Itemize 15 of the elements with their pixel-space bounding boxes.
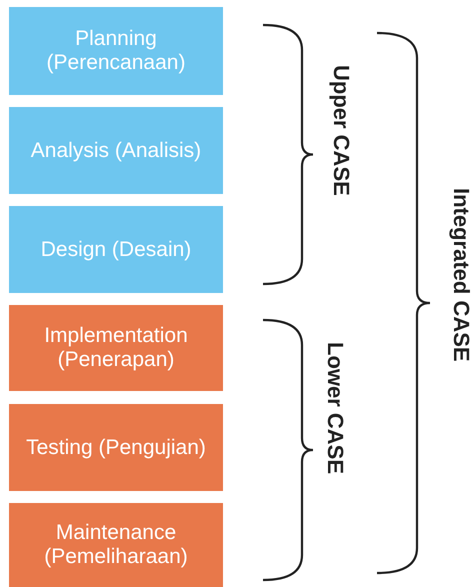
bracket-label: Upper CASE bbox=[328, 65, 354, 196]
stage-box bbox=[9, 206, 223, 293]
stage-label: Design (Desain) bbox=[40, 238, 192, 262]
stage-label: Testing (Pengujian) bbox=[26, 436, 206, 460]
stage-label: Planning (Perencanaan) bbox=[46, 27, 186, 75]
stage-label: Analysis (Analisis) bbox=[30, 138, 202, 162]
stage-label: Implementation (Penerapan) bbox=[43, 324, 189, 372]
stage-box bbox=[9, 7, 223, 95]
bracket-label: Lower CASE bbox=[322, 342, 348, 474]
stage-label: Maintenance (Pemeliharaan) bbox=[43, 521, 189, 569]
stage-box bbox=[9, 107, 223, 194]
stage-box bbox=[9, 404, 223, 491]
stage-box bbox=[9, 305, 223, 391]
bracket-label: Integrated CASE bbox=[448, 188, 474, 362]
stage-box bbox=[9, 503, 223, 587]
